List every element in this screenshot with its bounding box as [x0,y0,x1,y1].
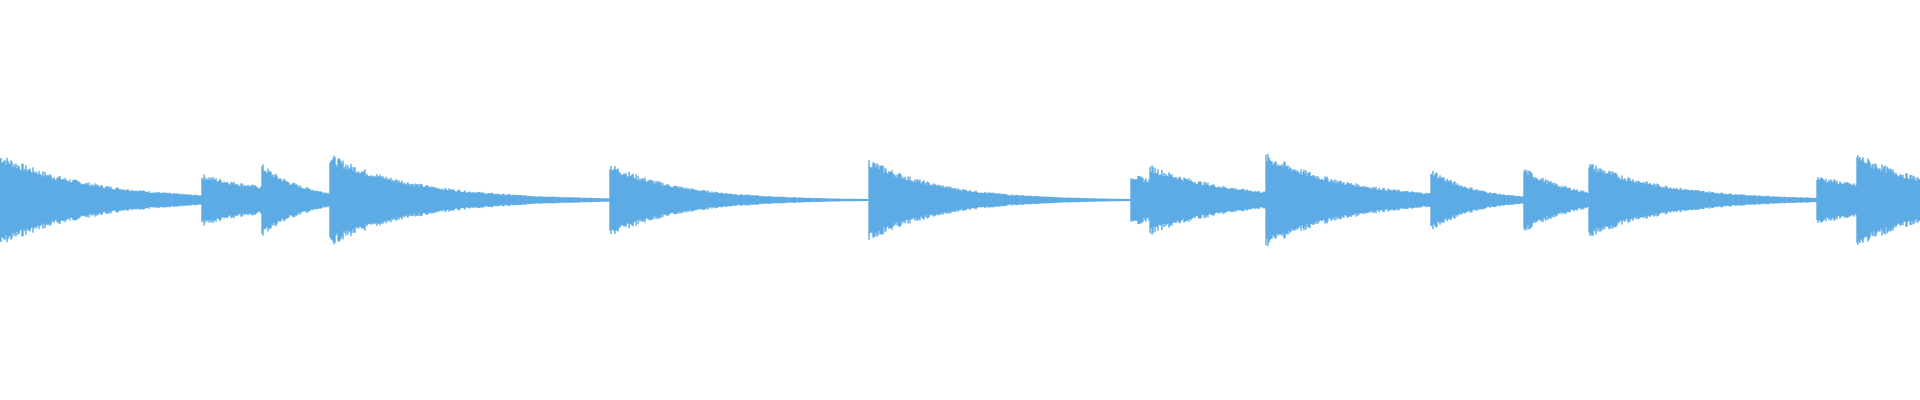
waveform-graphic [0,153,1920,247]
